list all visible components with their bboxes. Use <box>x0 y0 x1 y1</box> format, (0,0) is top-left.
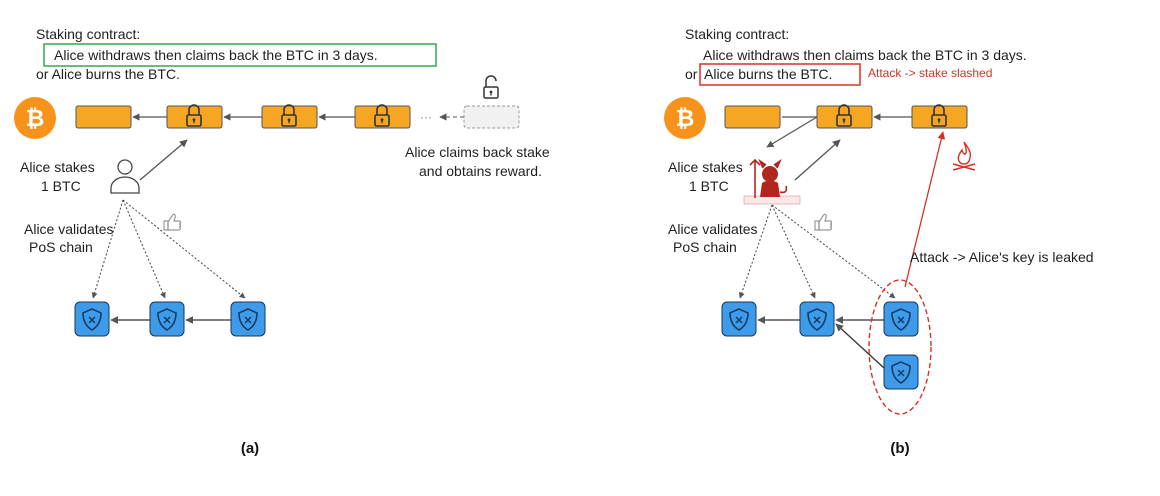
slash-note: Attack -> stake slashed <box>868 66 992 80</box>
validation-arrow <box>122 199 166 299</box>
slash-arrow <box>904 131 946 288</box>
future-btc-block <box>463 105 520 129</box>
btc-block-locked <box>911 105 968 129</box>
burn-highlight-box <box>699 63 861 86</box>
pos-block <box>74 301 110 337</box>
pos-block <box>149 301 185 337</box>
contract-line-burn: Alice burns the BTC. <box>704 66 832 82</box>
contract-title: Staking contract: <box>36 26 140 42</box>
svg-text:₿: ₿ <box>26 105 45 131</box>
stake-arrow <box>139 139 188 181</box>
devil-icon <box>743 158 801 205</box>
equivocation-highlight <box>868 279 932 415</box>
contract-line-withdraw: Alice withdraws then claims back the BTC… <box>54 47 378 63</box>
validate-label-line1: Alice validates <box>24 221 114 237</box>
thumbs-up-icon <box>163 213 182 231</box>
pos-block <box>799 301 835 337</box>
pos-block-fork-a <box>883 301 919 337</box>
validate-label-line1: Alice validates <box>668 221 758 237</box>
bitcoin-icon: ₿ <box>664 97 706 139</box>
stake-label-line1: Alice stakes <box>20 159 95 175</box>
panel-a: Staking contract: Alice withdraws then c… <box>14 26 550 457</box>
pos-fork-arrow <box>835 323 885 369</box>
btc-block-locked <box>261 105 318 129</box>
pos-block <box>721 301 757 337</box>
caption-b: (b) <box>890 440 909 457</box>
stake-label-line2: 1 BTC <box>689 178 729 194</box>
contract-line-burn: or Alice burns the BTC. <box>36 66 180 82</box>
claim-label-line2: and obtains reward. <box>419 163 542 179</box>
btc-block-locked <box>816 105 873 129</box>
pos-block <box>230 301 266 337</box>
btc-block-locked <box>166 105 223 129</box>
validation-arrow <box>122 199 246 299</box>
btc-block <box>724 105 781 129</box>
validation-arrow <box>738 204 773 299</box>
unlock-icon <box>483 75 499 99</box>
stake-label-line2: 1 BTC <box>41 178 81 194</box>
withdraw-arrow <box>766 116 818 148</box>
btc-block-locked <box>354 105 411 129</box>
pos-block-fork-b <box>883 354 919 390</box>
validation-arrow <box>771 204 816 299</box>
contract-title: Staking contract: <box>685 26 789 42</box>
validate-label-line2: PoS chain <box>29 239 93 255</box>
leak-note: Attack -> Alice's key is leaked <box>910 249 1094 265</box>
btc-block <box>75 105 132 129</box>
svg-text:₿: ₿ <box>676 105 695 131</box>
withdraw-highlight-box <box>43 43 437 67</box>
person-icon <box>110 159 140 194</box>
validate-label-line2: PoS chain <box>673 239 737 255</box>
stake-arrow <box>794 139 841 181</box>
claim-label-line1: Alice claims back stake <box>405 144 550 160</box>
bitcoin-icon: ₿ <box>14 97 56 139</box>
caption-a: (a) <box>241 440 259 457</box>
contract-line-prefix: or <box>685 66 698 82</box>
stake-label-line1: Alice stakes <box>668 159 743 175</box>
validation-arrow <box>91 199 124 299</box>
thumbs-up-icon <box>814 213 833 231</box>
panel-b: Staking contract: Alice withdraws then c… <box>664 26 1094 457</box>
contract-line-withdraw: Alice withdraws then claims back the BTC… <box>703 47 1027 63</box>
fire-icon <box>952 141 976 171</box>
chain-ellipsis: ··· <box>420 110 432 124</box>
validation-arrow <box>771 204 896 299</box>
